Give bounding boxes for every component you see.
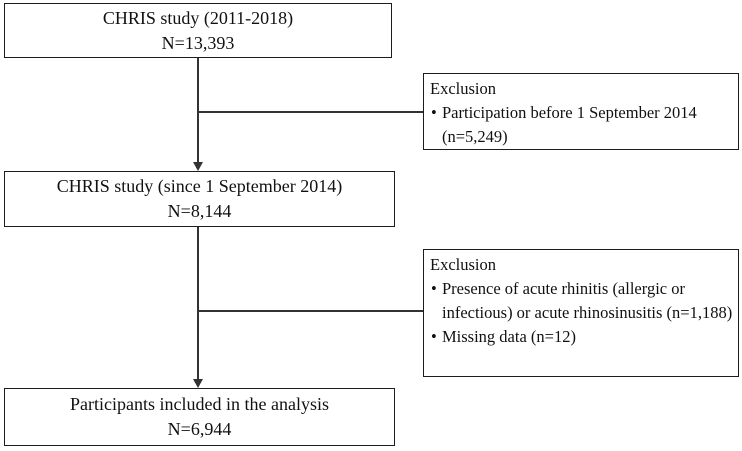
study-box-count: N=8,144 — [167, 201, 232, 221]
exclusion-item-text: Missing data (n=12) — [442, 327, 576, 346]
exclusion-item-text: Participation before 1 September 2014 (n… — [442, 103, 697, 146]
study-box-count: N=6,944 — [167, 419, 232, 439]
study-box-chris-2011-2018: CHRIS study (2011-2018) N=13,393 — [4, 3, 392, 58]
arrowhead-down-2 — [193, 379, 203, 388]
arrowhead-down-1 — [193, 162, 203, 171]
study-box-title: CHRIS study (2011-2018) — [102, 7, 294, 28]
bullet-icon: • — [431, 279, 437, 298]
study-box-chris-since-sept-2014: CHRIS study (since 1 September 2014) N=8… — [4, 171, 395, 227]
connector-branch-2 — [198, 310, 423, 312]
study-box-title: CHRIS study (since 1 September 2014) — [56, 176, 343, 196]
exclusion-box-2: Exclusion • Presence of acute rhinitis (… — [423, 249, 739, 377]
study-box-included-participants: Participants included in the analysis N=… — [4, 388, 395, 446]
exclusion-item: • Participation before 1 September 2014 … — [430, 101, 734, 149]
exclusion-heading: Exclusion — [430, 79, 496, 98]
exclusion-item: • Missing data (n=12) — [430, 325, 734, 349]
bullet-icon: • — [431, 327, 437, 346]
exclusion-heading: Exclusion — [430, 255, 496, 274]
connector-vertical-1 — [197, 58, 199, 164]
study-box-count: N=13,393 — [161, 32, 235, 53]
exclusion-box-1: Exclusion • Participation before 1 Septe… — [423, 73, 739, 150]
connector-vertical-2 — [197, 227, 199, 381]
exclusion-item: • Presence of acute rhinitis (allergic o… — [430, 277, 734, 325]
bullet-icon: • — [431, 103, 437, 122]
exclusion-item-text: Presence of acute rhinitis (allergic or … — [442, 279, 733, 322]
study-box-title: Participants included in the analysis — [70, 394, 329, 414]
connector-branch-1 — [198, 111, 423, 113]
